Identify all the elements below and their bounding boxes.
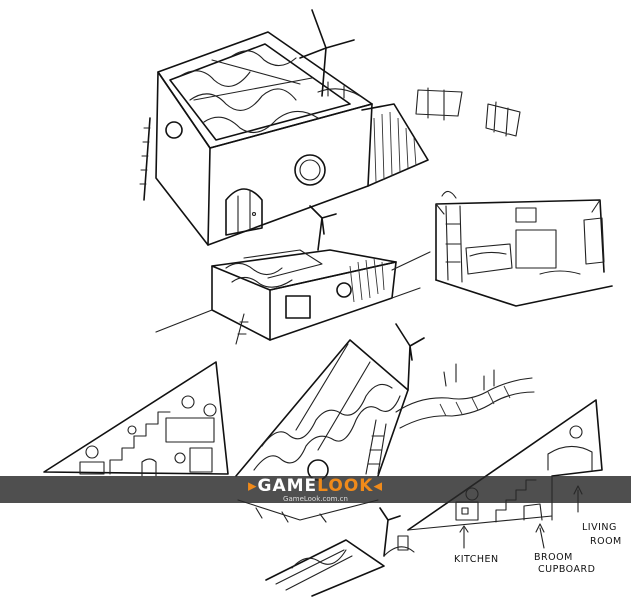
broom-cupboard-annotation-line1: BROOM bbox=[534, 552, 573, 563]
main-house-drawing bbox=[139, 9, 521, 246]
diagonal-roof-house-drawing bbox=[235, 323, 535, 523]
watermark-logo: ▸GAMELOOK◂ GameLook.com.cn bbox=[0, 476, 631, 504]
bottom-small-house-drawing bbox=[265, 507, 415, 597]
compact-house-drawing bbox=[155, 205, 431, 345]
broom-cupboard-annotation-line2: CUPBOARD bbox=[538, 564, 595, 575]
cross-section-right-drawing: KITCHEN BROOM CUPBOARD LIVING ROOM bbox=[407, 399, 622, 575]
watermark-logo-accent: LOOK bbox=[317, 476, 374, 496]
watermark-subtitle: GameLook.com.cn bbox=[283, 495, 348, 503]
watermark-logo-prefix: GAME bbox=[257, 476, 318, 496]
watermark-logo-text: ▸GAMELOOK◂ bbox=[247, 476, 384, 496]
living-room-annotation-line1: LIVING bbox=[582, 522, 617, 533]
watermark-banner bbox=[0, 476, 631, 503]
cross-section-left-drawing bbox=[43, 361, 229, 477]
kitchen-annotation: KITCHEN bbox=[454, 554, 499, 565]
interior-room-drawing bbox=[435, 190, 613, 307]
living-room-annotation-line2: ROOM bbox=[590, 536, 622, 547]
